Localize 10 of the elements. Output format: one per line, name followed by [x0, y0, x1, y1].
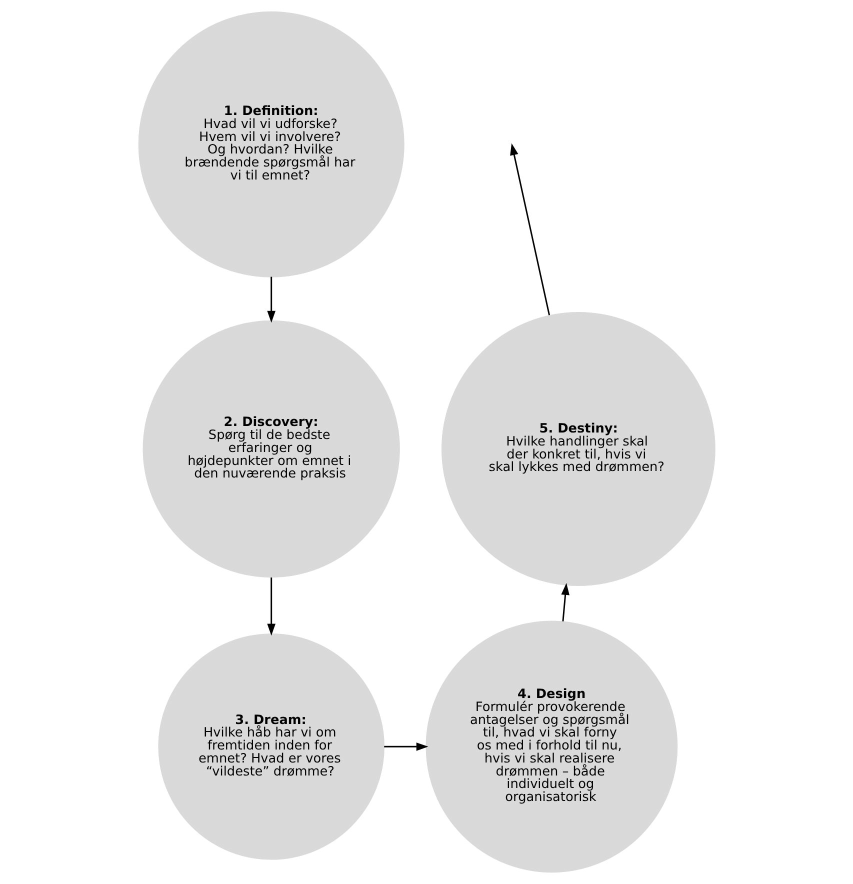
node-circle: 2. Discovery: Spørg til de bedste erfaringer og højdepunkter om emnet i den nuværende praksis	[142, 320, 400, 578]
node-circle: 5. Destiny: Hvilke handlinger skal der konkret til, hvis vi skal lykkes med drømmen?	[440, 312, 715, 586]
arrow	[266, 578, 276, 636]
node-circle: 3. Dream: Hvilke håb har vi om fremtiden inden for emnet? Hvad er vores “vildeste” drømme?	[158, 634, 384, 860]
arrow	[560, 583, 569, 622]
arrow	[510, 143, 550, 316]
arrow	[266, 276, 276, 323]
node-circle: 1. Definition: Hvad vil vi udforske? Hvem vil vi involvere? Og hvordan? Hvilke brændende spørgsmål har vi til emnet?	[138, 11, 404, 278]
node-circle: 4. Design Formulér provokerende antagelser og spørgsmål til, hvad vi skal forny os med i forhold til nu, hvis vi skal realisere drømmen – både individuelt og organisatorisk	[425, 620, 678, 873]
arrow	[384, 742, 428, 751]
